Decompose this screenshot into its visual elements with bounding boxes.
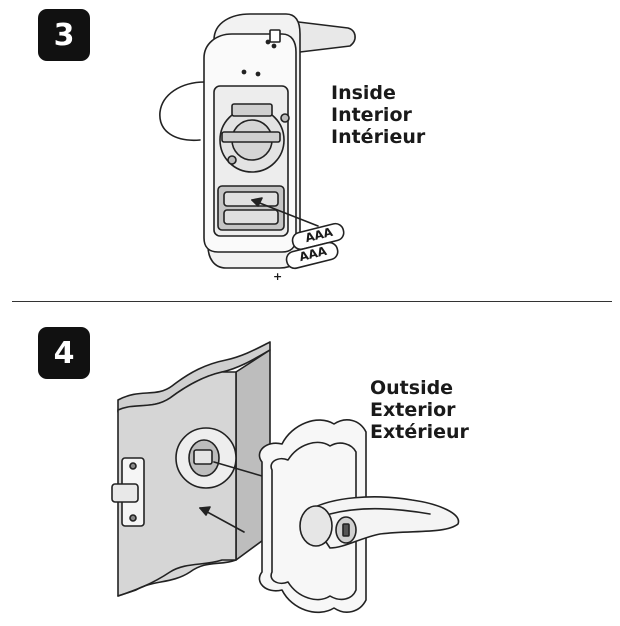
outside-caption: Outside Exterior Extérieur	[370, 377, 469, 443]
battery-polarity-label: +	[273, 270, 283, 283]
inside-caption: Inside Interior Intérieur	[331, 82, 425, 148]
mount-screw-bottom	[228, 156, 236, 164]
caption-inside-es: Interior	[331, 104, 412, 126]
caption-inside-en: Inside	[331, 82, 396, 104]
step-3-number: 3	[53, 17, 75, 53]
battery-insert-arrow	[252, 200, 318, 226]
caption-outside-fr: Extérieur	[370, 421, 469, 443]
caption-outside-es: Exterior	[370, 399, 456, 421]
interior-lever-handle	[160, 82, 205, 140]
caption-outside-en: Outside	[370, 377, 454, 399]
step-3-illustration	[0, 0, 620, 300]
step-3-badge: 3	[38, 9, 90, 61]
aaa-batteries	[285, 222, 346, 270]
latch-bolt	[112, 484, 138, 502]
section-divider	[12, 301, 612, 302]
step-4-number: 4	[53, 335, 75, 371]
spindle-rod	[214, 462, 262, 476]
step-4-badge: 4	[38, 327, 90, 379]
mount-screw-top	[281, 114, 289, 122]
lever-hub	[300, 506, 332, 546]
caption-inside-fr: Intérieur	[331, 126, 426, 148]
